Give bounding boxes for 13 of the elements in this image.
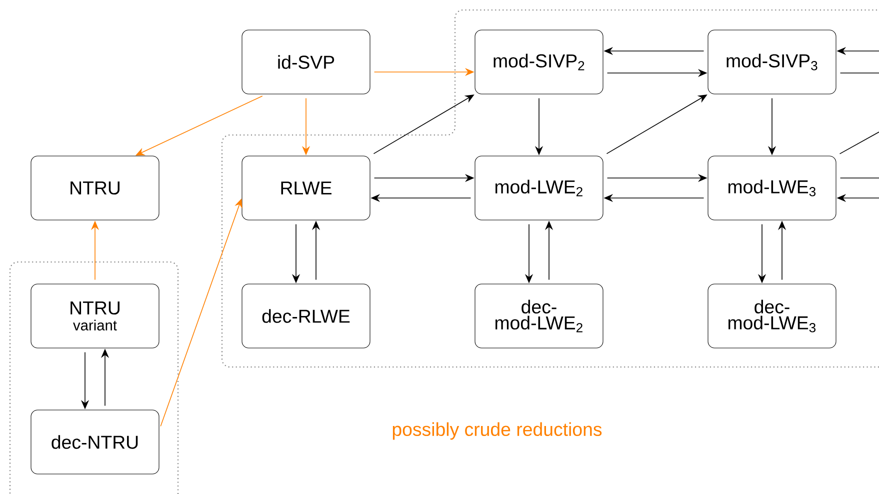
process-box: id-SVP [242,30,370,94]
process-box: RLWE [242,156,370,220]
process-box: NTRU [30,156,160,220]
process-box: dec- mod-LWE$_{2}$ [474,284,604,348]
process-box: NTRU variant [30,284,160,348]
process-box: dec-RLWE [242,284,370,348]
process-box: mod-LWE$_{3}$ [708,156,836,220]
process-box: mod-LWE$_{2}$ [474,156,604,220]
note-text: possibly crude reductions [392,422,602,440]
process-box: mod-SIVP$_{2}$ [474,30,604,94]
process-box: dec- mod-LWE$_{3}$ [708,284,836,348]
process-box: mod-SIVP$_{3}$ [708,30,836,94]
process-box: dec-NTRU [30,410,160,474]
